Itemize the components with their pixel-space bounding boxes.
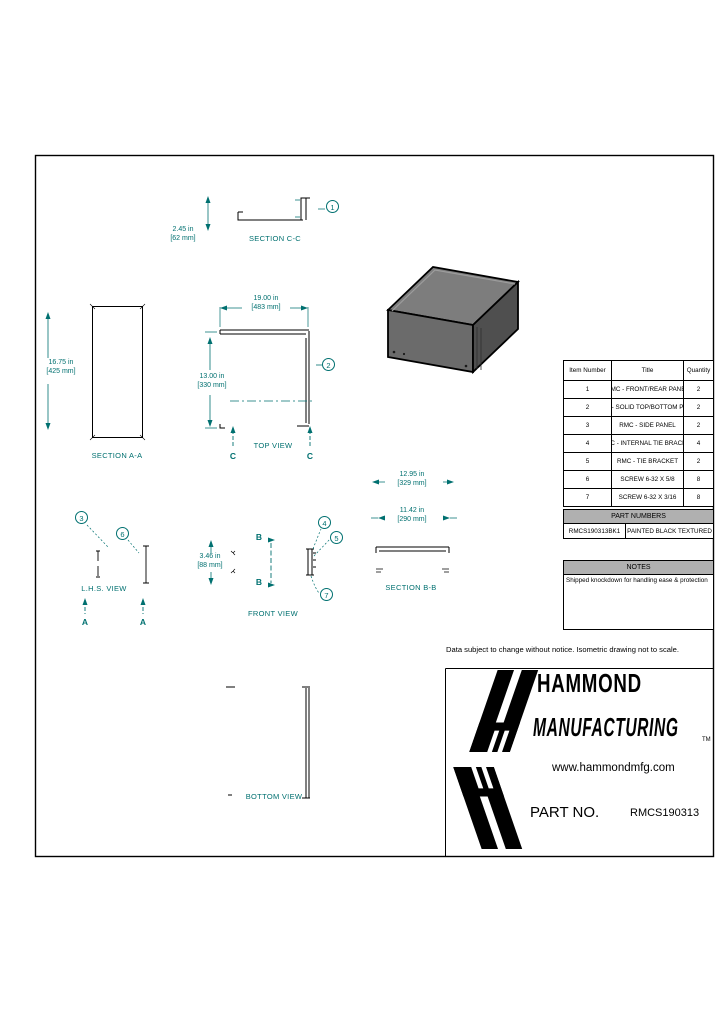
dim-top-depth: 13.00 in[330 mm] — [188, 373, 236, 391]
label-section-aa: SECTION A-A — [91, 451, 143, 460]
title-block-border — [445, 668, 713, 856]
cell-item: 5 — [585, 458, 590, 465]
col-header-qty: Quantity — [683, 361, 713, 380]
cut-letter-c-right: C — [306, 451, 314, 461]
table-row: 4 RMC - INTERNAL TIE BRACKET 4 — [564, 434, 713, 452]
cell-qty: 8 — [683, 489, 713, 506]
cell-qty: 2 — [683, 399, 713, 416]
balloon-item-3: 3 — [75, 511, 88, 524]
disclaimer-text: Data subject to change without notice. I… — [446, 645, 679, 654]
isometric-enclosure — [386, 266, 520, 375]
part-no-value: RMCS190313 — [630, 807, 700, 819]
lhs-view-linework — [82, 524, 149, 614]
cut-letter-a-right: A — [139, 617, 147, 627]
label-section-cc: SECTION C-C — [248, 234, 302, 243]
cell-item: 2 — [585, 404, 590, 411]
label-top-view: TOP VIEW — [253, 441, 293, 450]
notes-header: NOTES — [564, 561, 713, 575]
section-cc-linework — [205, 196, 325, 231]
cut-letter-c-left: C — [229, 451, 237, 461]
cell-title: RMC - TIE BRACKET — [611, 453, 683, 470]
dim-bb-outer: 12.95 in[329 mm] — [386, 471, 438, 489]
notes-text: Shipped knockdown for handling ease & pr… — [566, 577, 708, 584]
dim-section-aa: 16.75 in[425 mm] — [38, 359, 84, 377]
part-numbers-box: PART NUMBERS RMCS190313BK1 PAINTED BLACK… — [563, 509, 714, 539]
part-numbers-header: PART NUMBERS — [564, 510, 713, 524]
website-url: www.hammondmfg.com — [552, 762, 675, 774]
parts-table: Item Number Title Quantity 1 RMC - FRONT… — [563, 360, 714, 507]
balloon-item-5: 5 — [330, 531, 343, 544]
cell-title: RMC - SOLID TOP/BOTTOM PANEL — [611, 399, 683, 416]
notes-box: NOTES Shipped knockdown for handling eas… — [563, 560, 714, 630]
part-finish-value: PAINTED BLACK TEXTURED — [625, 524, 713, 538]
brand-name-line1: HAMMOND — [537, 668, 642, 698]
table-row: 5 RMC - TIE BRACKET 2 — [564, 452, 713, 470]
cell-title: SCREW 6-32 X 3/16 — [611, 489, 683, 506]
cell-qty: 4 — [683, 435, 713, 452]
balloon-item-7: 7 — [320, 588, 333, 601]
table-row: 2 RMC - SOLID TOP/BOTTOM PANEL 2 — [564, 398, 713, 416]
cell-item: 3 — [585, 422, 590, 429]
part-no-label: PART NO. — [530, 804, 600, 821]
bottom-view-linework — [226, 686, 310, 799]
section-aa-linework — [45, 303, 146, 441]
cell-title: SCREW 6-32 X 5/8 — [611, 471, 683, 488]
cell-qty: 8 — [683, 471, 713, 488]
cell-item: 6 — [585, 476, 590, 483]
table-row: 6 SCREW 6-32 X 5/8 8 — [564, 470, 713, 488]
cut-letter-a-left: A — [81, 617, 89, 627]
brand-name-line2: MANUFACTURING — [533, 712, 679, 742]
balloon-item-1: 1 — [326, 200, 339, 213]
table-row: 7 SCREW 6-32 X 3/16 8 — [564, 488, 713, 506]
label-bottom-view: BOTTOM VIEW — [245, 792, 303, 801]
label-section-bb: SECTION B-B — [385, 583, 437, 592]
col-header-title: Title — [611, 361, 683, 380]
trademark-symbol: TM — [702, 737, 711, 743]
cell-item: 4 — [585, 440, 590, 447]
cell-title: RMC - INTERNAL TIE BRACKET — [611, 435, 683, 452]
label-front-view: FRONT VIEW — [248, 609, 298, 618]
balloon-item-2: 2 — [322, 358, 335, 371]
table-row: 1 RMC - FRONT/REAR PANEL 2 — [564, 380, 713, 398]
part-number-value: RMCS190313BK1 — [568, 527, 621, 535]
dim-front-height: 3.46 in[88 mm] — [187, 553, 233, 571]
cell-qty: 2 — [683, 417, 713, 434]
dim-section-cc: 2.45 in[62 mm] — [160, 226, 206, 244]
dim-top-width: 19.00 in[483 mm] — [242, 295, 290, 313]
top-view-linework — [205, 305, 322, 448]
table-row: 3 RMC - SIDE PANEL 2 — [564, 416, 713, 434]
part-numbers-row: RMCS190313BK1 PAINTED BLACK TEXTURED — [564, 524, 713, 538]
cell-item: 7 — [585, 494, 590, 501]
cut-letter-b-bottom: B — [255, 577, 263, 587]
cell-title: RMC - SIDE PANEL — [611, 417, 683, 434]
cell-title: RMC - FRONT/REAR PANEL — [611, 381, 683, 398]
hammond-logo-monogram-top — [469, 670, 539, 752]
cell-item: 1 — [585, 386, 590, 393]
parts-table-header-row: Item Number Title Quantity — [564, 361, 713, 380]
balloon-item-4: 4 — [318, 516, 331, 529]
front-view-linework — [208, 528, 331, 594]
cell-qty: 2 — [683, 381, 713, 398]
section-bb-linework — [371, 479, 457, 573]
cell-qty: 2 — [683, 453, 713, 470]
col-header-item: Item Number — [569, 367, 606, 374]
dim-bb-inner: 11.42 in[290 mm] — [386, 507, 438, 525]
cut-letter-b-top: B — [255, 532, 263, 542]
label-lhs-view: L.H.S. VIEW — [81, 584, 127, 593]
hammond-logo-monogram-bottom — [453, 767, 523, 849]
balloon-item-6: 6 — [116, 527, 129, 540]
